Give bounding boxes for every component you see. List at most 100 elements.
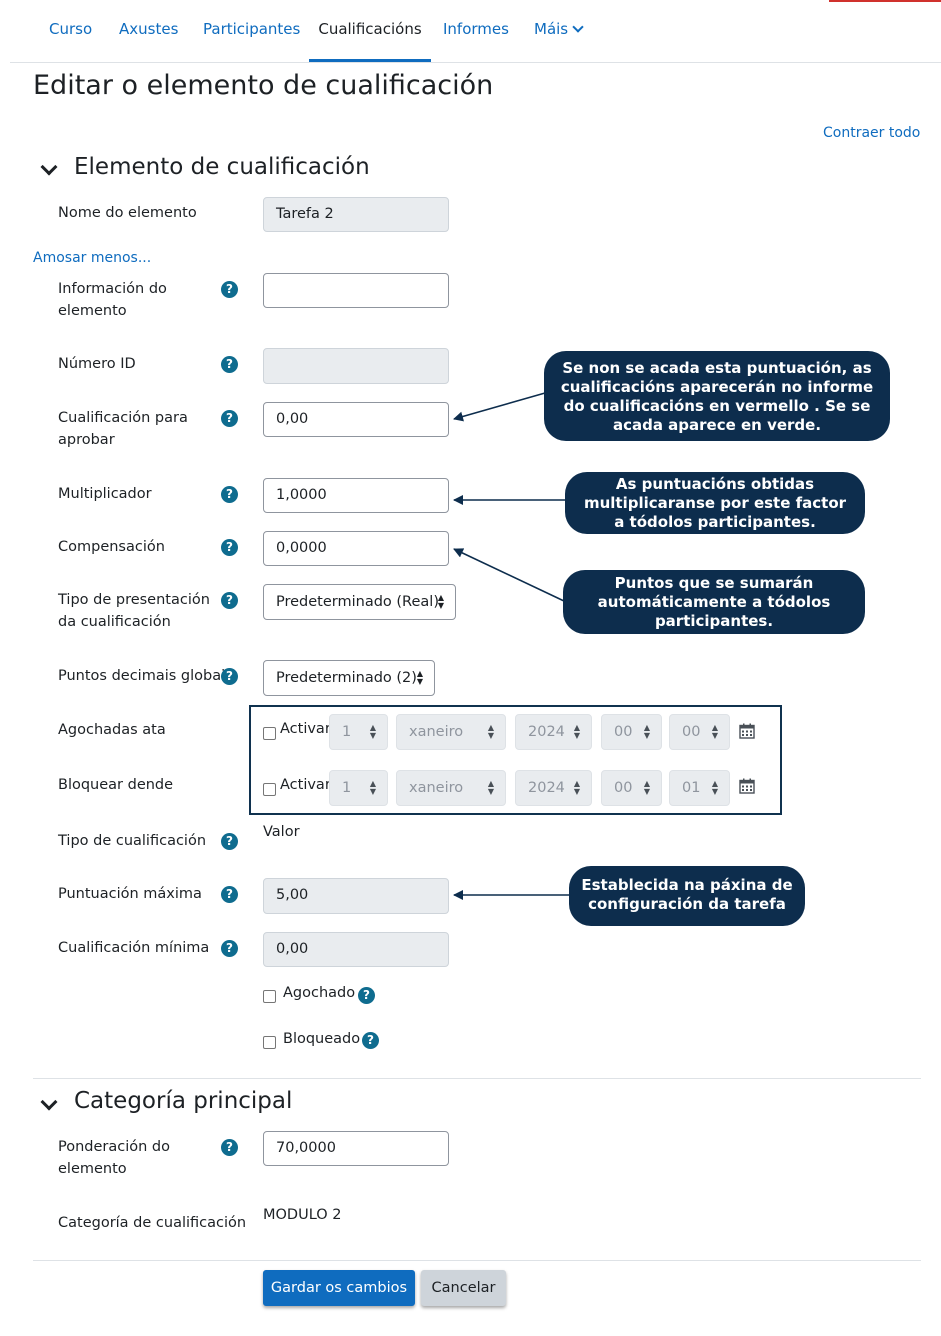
help-icon[interactable]: ? xyxy=(221,833,238,850)
locked-after-day-select[interactable]: 1 ▲▼ xyxy=(329,770,388,806)
help-icon[interactable]: ? xyxy=(221,539,238,556)
year-value: 2024 xyxy=(528,724,565,740)
hidden-until-month-select[interactable]: xaneiro ▲▼ xyxy=(396,714,506,750)
hidden-checkbox-label: Agochado xyxy=(283,985,356,1001)
section-title-parent: Categoría principal xyxy=(74,1088,293,1114)
date-highlight-box xyxy=(249,705,782,815)
hour-value: 00 xyxy=(614,780,633,796)
arrow-offset xyxy=(453,548,565,602)
grade-type-label: Tipo de cualificación xyxy=(58,833,207,849)
hidden-until-minute-select[interactable]: 00 ▲▼ xyxy=(669,714,730,750)
decimal-points-value: Predeterminado (2) xyxy=(276,670,417,686)
day-value: 1 xyxy=(342,780,352,796)
callout-max-grade: Establecida na páxina de configuración d… xyxy=(569,866,805,926)
day-value: 1 xyxy=(342,724,352,740)
id-number-field xyxy=(263,348,449,384)
grade-to-pass-field[interactable]: 0,00 xyxy=(263,402,449,437)
help-icon[interactable]: ? xyxy=(221,356,238,373)
help-icon[interactable]: ? xyxy=(362,1032,379,1049)
id-number-label: Número ID xyxy=(58,356,136,372)
tab-cualificacions[interactable]: Cualificacións xyxy=(309,0,431,62)
callout-offset: Puntos que se sumarán automáticamente a … xyxy=(563,570,865,634)
cancel-button[interactable]: Cancelar xyxy=(421,1270,506,1306)
page-title: Editar o elemento de cualificación xyxy=(33,70,494,101)
tab-mais[interactable]: Máis xyxy=(534,0,584,62)
hidden-checkbox[interactable] xyxy=(263,990,276,1003)
help-icon[interactable]: ? xyxy=(358,987,375,1004)
display-type-select[interactable]: Predeterminado (Real) ▲▼ xyxy=(263,584,456,620)
select-arrows-icon: ▲▼ xyxy=(643,779,651,796)
hidden-until-enable-checkbox[interactable] xyxy=(263,727,276,740)
select-arrows-icon: ▲▼ xyxy=(643,723,651,740)
item-info-label: Información do elemento xyxy=(58,281,167,319)
tab-curso[interactable]: Curso xyxy=(49,20,93,38)
hidden-until-day-select[interactable]: 1 ▲▼ xyxy=(329,714,388,750)
weight-field[interactable]: 70,0000 xyxy=(263,1131,449,1166)
select-arrows-icon: ▲▼ xyxy=(369,779,377,796)
month-value: xaneiro xyxy=(409,780,464,796)
help-icon[interactable]: ? xyxy=(221,592,238,609)
calendar-icon[interactable] xyxy=(739,723,755,739)
hidden-until-year-select[interactable]: 2024▲▼ xyxy=(515,714,592,750)
min-grade-label: Cualificación mínima xyxy=(58,940,210,956)
help-icon[interactable]: ? xyxy=(221,281,238,298)
arrow-grade-to-pass xyxy=(453,392,546,422)
category-label: Categoría de cualificación xyxy=(58,1215,247,1231)
decimal-points-select[interactable]: Predeterminado (2) ▲▼ xyxy=(263,660,435,696)
decimal-points-label: Puntos decimais globais xyxy=(58,668,233,684)
tab-axustes[interactable]: Axustes xyxy=(119,20,179,38)
select-arrows-icon: ▲▼ xyxy=(487,779,495,796)
select-arrows-icon: ▲▼ xyxy=(711,779,719,796)
multiplier-field[interactable]: 1,0000 xyxy=(263,478,449,513)
section-title-item: Elemento de cualificación xyxy=(74,154,370,180)
item-info-field[interactable] xyxy=(263,273,449,308)
min-grade-field: 0,00 xyxy=(263,932,449,967)
callout-grade-to-pass: Se non se acada esta puntuación, as cual… xyxy=(544,351,890,441)
hour-value: 00 xyxy=(614,724,633,740)
offset-label: Compensación xyxy=(58,539,165,555)
help-icon[interactable]: ? xyxy=(221,886,238,903)
help-icon[interactable]: ? xyxy=(221,940,238,957)
secondary-navigation: Curso Axustes Participantes Cualificació… xyxy=(10,0,941,63)
max-grade-label: Puntuación máxima xyxy=(58,886,202,902)
offset-field[interactable]: 0,0000 xyxy=(263,531,449,566)
locked-after-month-select[interactable]: xaneiro ▲▼ xyxy=(396,770,506,806)
locked-after-minute-select[interactable]: 01▲▼ xyxy=(669,770,730,806)
save-button[interactable]: Gardar os cambios xyxy=(263,1270,415,1306)
select-arrows-icon: ▲▼ xyxy=(487,723,495,740)
month-value: xaneiro xyxy=(409,724,464,740)
weight-label: Ponderación do elemento xyxy=(58,1139,171,1177)
max-grade-field: 5,00 xyxy=(263,878,449,914)
grade-type-value: Valor xyxy=(263,824,300,840)
locked-checkbox[interactable] xyxy=(263,1036,276,1049)
help-icon[interactable]: ? xyxy=(221,668,238,685)
item-name-field: Tarefa 2 xyxy=(263,197,449,232)
tab-informes[interactable]: Informes xyxy=(443,20,509,38)
minute-value: 00 xyxy=(682,724,701,740)
show-less-link[interactable]: Amosar menos... xyxy=(33,250,152,266)
select-arrows-icon: ▲▼ xyxy=(711,723,719,740)
help-icon[interactable]: ? xyxy=(221,486,238,503)
locked-checkbox-label: Bloqueado xyxy=(283,1031,361,1047)
help-icon[interactable]: ? xyxy=(221,410,238,427)
help-icon[interactable]: ? xyxy=(221,1139,238,1156)
display-type-label: Tipo de presentación da cualificación xyxy=(58,592,210,630)
hidden-until-hour-select[interactable]: 00 ▲▼ xyxy=(601,714,662,750)
collapse-all-link[interactable]: Contraer todo xyxy=(823,125,921,141)
calendar-icon[interactable] xyxy=(739,778,755,794)
locked-after-enable-checkbox[interactable] xyxy=(263,783,276,796)
grade-to-pass-label: Cualificación para aprobar xyxy=(58,410,188,448)
select-arrows-icon: ▲▼ xyxy=(369,723,377,740)
year-value: 2024 xyxy=(528,780,565,796)
top-accent-line xyxy=(829,0,941,2)
tab-participantes[interactable]: Participantes xyxy=(203,20,301,38)
form-divider xyxy=(33,1260,921,1261)
locked-after-label: Bloquear dende xyxy=(58,777,174,793)
locked-after-year-select[interactable]: 2024 ▲▼ xyxy=(515,770,592,806)
tab-mais-label: Máis xyxy=(534,20,569,38)
hidden-until-label: Agochadas ata xyxy=(58,722,166,738)
locked-after-enable-label: Activar xyxy=(280,777,331,793)
locked-after-hour-select[interactable]: 00 ▲▼ xyxy=(601,770,662,806)
select-arrows-icon: ▲▼ xyxy=(573,779,581,796)
